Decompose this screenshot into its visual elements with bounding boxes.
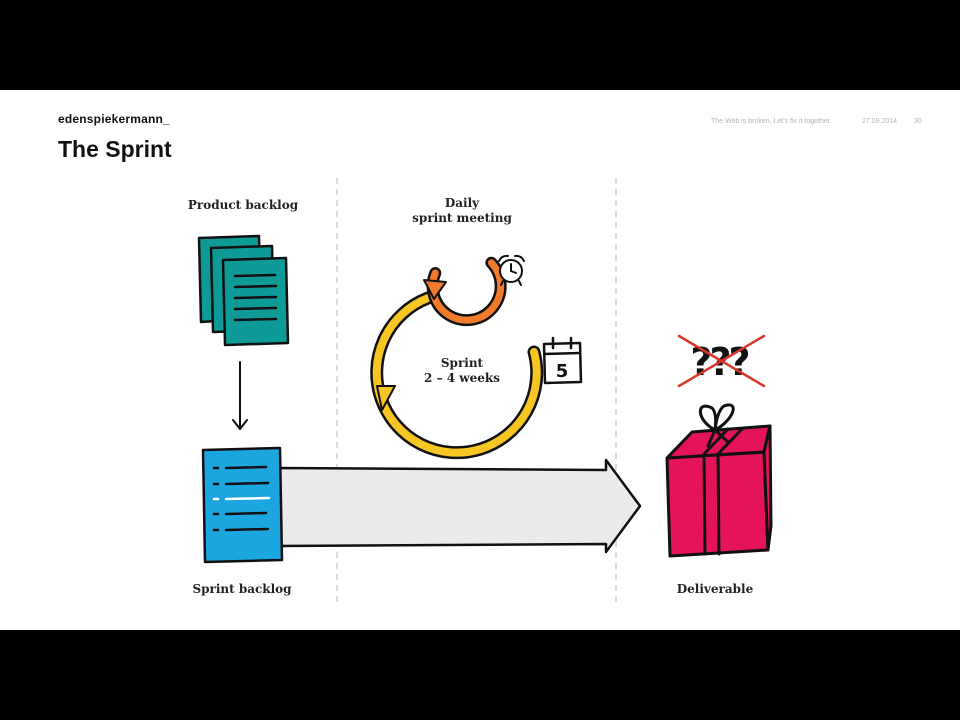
calendar-day-number: 5 xyxy=(556,361,569,382)
sprint-line1: Sprint xyxy=(440,356,484,370)
bottom-letterbox-bar xyxy=(0,630,960,720)
calendar-icon xyxy=(542,336,583,385)
alarm-clock-icon xyxy=(498,254,525,286)
slide-page-number: 30 xyxy=(914,118,922,125)
brand-logo-text: edenspiekermann_ xyxy=(58,112,170,126)
daily-meeting-line1: Daily xyxy=(444,196,480,210)
slide: edenspiekermann_ The Sprint The Web is b… xyxy=(0,90,960,630)
slide-tagline: The Web is broken. Let's fix it together… xyxy=(711,118,832,125)
gift-box-icon xyxy=(665,403,773,558)
sprint-diagram: 5 ??? xyxy=(197,178,773,605)
daily-meeting-cycle-arrow-icon xyxy=(423,256,507,327)
cross-out-icon xyxy=(677,334,766,388)
sprint-backlog-label: Sprint backlog xyxy=(192,582,292,596)
slide-date: 27.09.2014 xyxy=(862,118,898,125)
sprint-line2: 2 – 4 weeks xyxy=(424,371,500,385)
sprint-duration-label: Sprint 2 – 4 weeks xyxy=(412,356,512,386)
sprint-flow-arrow xyxy=(276,458,642,554)
product-backlog-label: Product backlog xyxy=(187,198,299,212)
top-letterbox-bar xyxy=(0,0,960,90)
sprint-backlog-document-icon xyxy=(201,446,284,564)
page-title: The Sprint xyxy=(58,136,172,162)
deliverable-label: Deliverable xyxy=(676,582,754,596)
sprint-cycle-arrow-icon xyxy=(370,291,544,460)
product-backlog-documents-icon xyxy=(197,234,290,347)
daily-sprint-meeting-label: Daily sprint meeting xyxy=(400,196,524,226)
down-arrow-icon xyxy=(232,361,248,430)
daily-meeting-line2: sprint meeting xyxy=(412,211,512,225)
